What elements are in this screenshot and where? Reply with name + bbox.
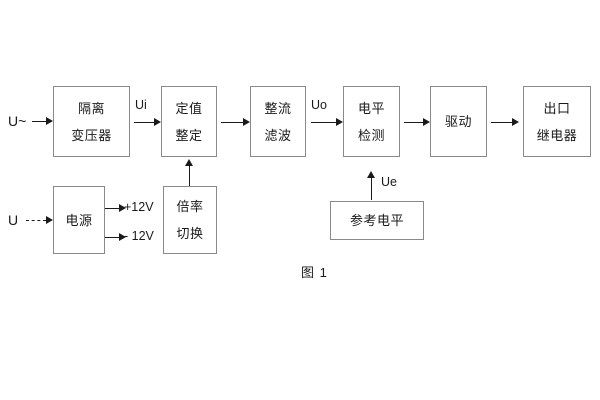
arrow-drive-to-output-relay bbox=[491, 118, 519, 127]
arrow-multiplier-switch-to-setting-value bbox=[185, 159, 194, 186]
block-drive: 驱动 bbox=[430, 86, 487, 157]
block-level-detection-line1: 电平 bbox=[357, 100, 385, 116]
block-setting-value-line2: 整定 bbox=[175, 127, 203, 143]
supply-label-negative: - 12V bbox=[124, 229, 154, 243]
input-label-u-ac: U~ bbox=[8, 113, 27, 129]
figure-caption: 图 1 bbox=[301, 265, 328, 280]
block-rectify-filter-line2: 滤波 bbox=[264, 127, 292, 143]
signal-label-ui: Ui bbox=[135, 98, 147, 112]
block-rectify-filter: 整流 滤波 bbox=[250, 86, 306, 157]
block-reference-level-line1: 参考电平 bbox=[349, 213, 404, 228]
arrow-reference-level-to-level-detection bbox=[367, 171, 376, 200]
signal-label-uo: Uo bbox=[311, 98, 327, 112]
input-label-u-dc: U bbox=[8, 212, 19, 228]
arrow-isolation-transformer-to-setting-value bbox=[134, 118, 161, 127]
block-isolation-transformer-line1: 隔离 bbox=[77, 100, 105, 116]
supply-label-positive: +12V bbox=[124, 200, 154, 214]
block-reference-level: 参考电平 bbox=[330, 201, 424, 240]
arrow-power-supply-positive bbox=[105, 204, 126, 213]
block-output-relay-line1: 出口 bbox=[543, 100, 571, 116]
block-isolation-transformer-line2: 变压器 bbox=[71, 127, 112, 143]
block-power-supply-line1: 电源 bbox=[65, 212, 93, 228]
block-drive-line1: 驱动 bbox=[444, 114, 472, 129]
arrow-input-to-isolation-transformer bbox=[32, 117, 53, 126]
block-rectify-filter-line1: 整流 bbox=[264, 100, 292, 116]
block-level-detection: 电平 检测 bbox=[343, 86, 400, 157]
block-output-relay: 出口 继电器 bbox=[523, 86, 591, 157]
block-output-relay-line2: 继电器 bbox=[536, 127, 578, 143]
block-multiplier-switch-line2: 切换 bbox=[176, 226, 204, 241]
block-multiplier-switch-line1: 倍率 bbox=[176, 199, 204, 214]
block-setting-value-line1: 定值 bbox=[175, 100, 203, 116]
arrow-input-to-power-supply bbox=[26, 216, 53, 225]
block-multiplier-switch: 倍率 切换 bbox=[163, 186, 217, 254]
block-power-supply: 电源 bbox=[53, 186, 105, 254]
block-isolation-transformer: 隔离 变压器 bbox=[53, 86, 130, 157]
block-setting-value: 定值 整定 bbox=[161, 86, 217, 157]
arrow-rectify-filter-to-level-detection bbox=[311, 118, 343, 127]
arrow-setting-value-to-rectify-filter bbox=[221, 118, 250, 127]
arrow-power-supply-negative bbox=[105, 233, 126, 242]
signal-label-ue: Ue bbox=[381, 175, 397, 189]
arrow-level-detection-to-drive bbox=[404, 118, 430, 127]
block-level-detection-line2: 检测 bbox=[357, 127, 385, 143]
